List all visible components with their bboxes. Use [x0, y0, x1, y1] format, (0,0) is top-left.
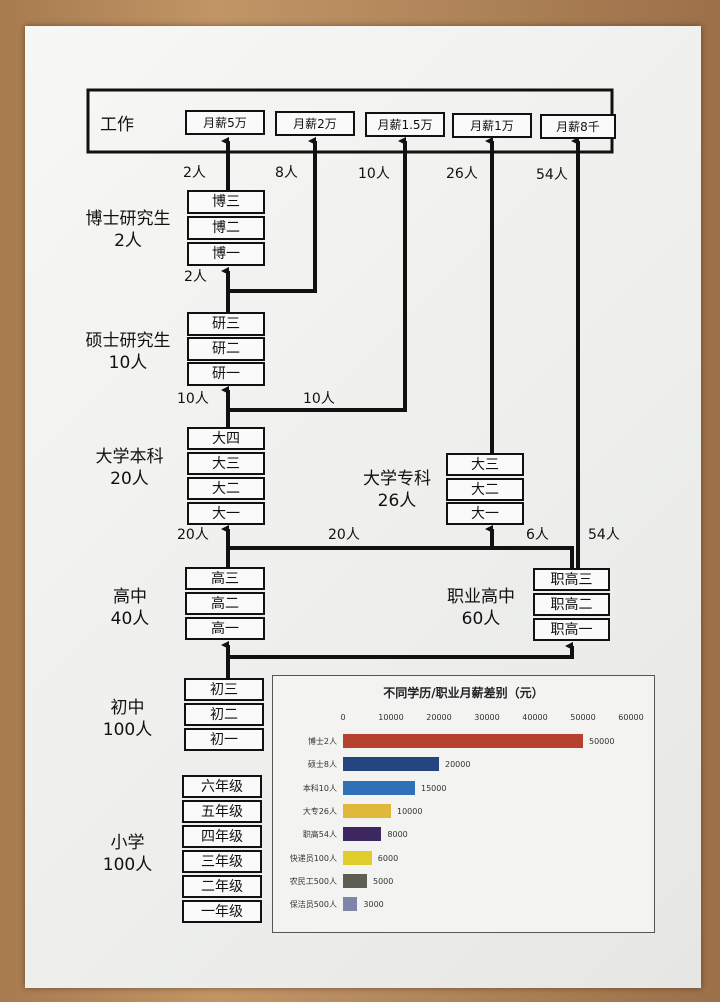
x-tick-label: 60000	[618, 713, 644, 722]
salary-bar-chart: 不同学历/职业月薪差别（元） 0 10000 20000 30000 40000 5000…	[272, 675, 655, 933]
bar-value-label: 15000	[421, 783, 447, 793]
year-box: 研二	[187, 337, 265, 361]
bachelor-count: 20人	[110, 469, 149, 489]
count-label: 20人	[177, 527, 209, 543]
year-box: 博一	[187, 242, 265, 266]
salary-20k: 月薪2万	[275, 111, 355, 136]
work-label: 工作	[100, 115, 134, 135]
bar-value-label: 6000	[377, 853, 399, 863]
year-box: 五年级	[182, 800, 262, 823]
year-box: 高一	[185, 617, 265, 640]
year-box: 大三	[446, 453, 524, 476]
bar-value-label: 50000	[589, 737, 615, 746]
junior-label: 初中	[110, 698, 145, 718]
count-label: 10人	[177, 391, 209, 407]
bar-value-label: 10000	[397, 806, 423, 816]
year-box: 大一	[446, 502, 524, 525]
x-tick-label: 30000	[474, 713, 500, 722]
bar	[343, 780, 415, 795]
primary-count: 100人	[102, 855, 153, 875]
salary-15k: 月薪1.5万	[365, 112, 445, 137]
chart-title: 不同学历/职业月薪差别（元）	[383, 686, 544, 700]
master-label: 硕士研究生	[85, 331, 171, 351]
category-label: 职高54人	[302, 830, 337, 840]
count-label: 10人	[358, 166, 390, 182]
year-box: 三年级	[182, 850, 262, 873]
count-label: 6人	[526, 527, 549, 543]
master-count: 10人	[108, 353, 148, 373]
year-box: 大二	[187, 477, 265, 500]
category-label: 大专26人	[302, 806, 337, 816]
category-label: 保洁员500人	[289, 900, 337, 910]
bachelor-label: 大学本科	[95, 447, 164, 467]
x-tick-label: 50000	[570, 713, 596, 722]
year-box: 职高一	[533, 618, 610, 641]
category-label: 农民工500人	[289, 876, 337, 886]
count-label: 8人	[275, 165, 298, 181]
primary-label: 小学	[110, 833, 145, 853]
count-label: 2人	[183, 165, 206, 181]
phd-count: 2人	[114, 231, 142, 251]
year-box: 博二	[187, 216, 265, 240]
year-box: 初一	[184, 728, 264, 751]
category-label: 快递员100人	[289, 853, 337, 863]
arrow-bachelor-work	[228, 137, 407, 412]
college-count: 26人	[377, 491, 417, 511]
year-box: 研一	[187, 362, 265, 386]
category-label: 博士2人	[307, 737, 337, 746]
count-label: 20人	[328, 527, 360, 543]
x-tick-label: 40000	[522, 713, 548, 722]
arrow-junior-vocational	[228, 642, 574, 659]
category-label: 硕士8人	[307, 760, 337, 770]
salary-50k: 月薪5万	[185, 110, 265, 135]
year-box: 初三	[184, 678, 264, 701]
bar	[343, 734, 583, 748]
salary-8k: 月薪8千	[540, 114, 616, 139]
bar	[343, 897, 358, 912]
vocational-label: 职业高中	[447, 587, 515, 607]
junior-count: 100人	[102, 720, 153, 740]
bar-value-label: 8000	[387, 830, 408, 840]
count-label: 26人	[446, 166, 478, 182]
vocational-count: 60人	[461, 609, 501, 629]
year-box: 四年级	[182, 825, 262, 848]
phd-label: 博士研究生	[85, 209, 171, 229]
year-box: 大三	[187, 452, 265, 475]
bar	[343, 827, 382, 842]
x-tick-label: 10000	[378, 713, 404, 722]
x-tick-label: 20000	[426, 713, 452, 722]
high-label: 高中	[113, 587, 147, 607]
year-box: 研三	[187, 312, 265, 336]
year-box: 职高二	[533, 593, 610, 616]
x-tick-label: 0	[340, 713, 346, 722]
year-box: 大四	[187, 427, 265, 450]
year-box: 一年级	[182, 900, 262, 923]
count-label: 54人	[536, 167, 568, 183]
year-box: 职高三	[533, 568, 610, 591]
year-box: 高二	[185, 592, 265, 615]
count-label: 2人	[184, 269, 207, 285]
arrow-master-work	[228, 137, 317, 293]
year-box: 大二	[446, 478, 524, 501]
bar	[343, 873, 367, 888]
salary-10k: 月薪1万	[452, 113, 532, 138]
year-box: 二年级	[182, 875, 262, 898]
year-box: 博三	[187, 190, 265, 214]
bar	[343, 850, 372, 865]
year-box: 初二	[184, 703, 264, 726]
count-label: 10人	[303, 391, 335, 407]
bar-value-label: 3000	[363, 900, 384, 910]
bar	[343, 803, 391, 818]
branch-high	[228, 546, 574, 568]
year-box: 六年级	[182, 775, 262, 798]
college-label: 大学专科	[363, 469, 431, 489]
year-box: 大一	[187, 502, 265, 525]
category-label: 本科10人	[302, 783, 337, 793]
high-count: 40人	[110, 609, 150, 629]
bar-value-label: 5000	[373, 876, 394, 886]
bar-value-label: 20000	[445, 760, 471, 770]
bar	[343, 757, 439, 772]
year-box: 高三	[185, 567, 265, 590]
count-label: 54人	[588, 527, 620, 543]
